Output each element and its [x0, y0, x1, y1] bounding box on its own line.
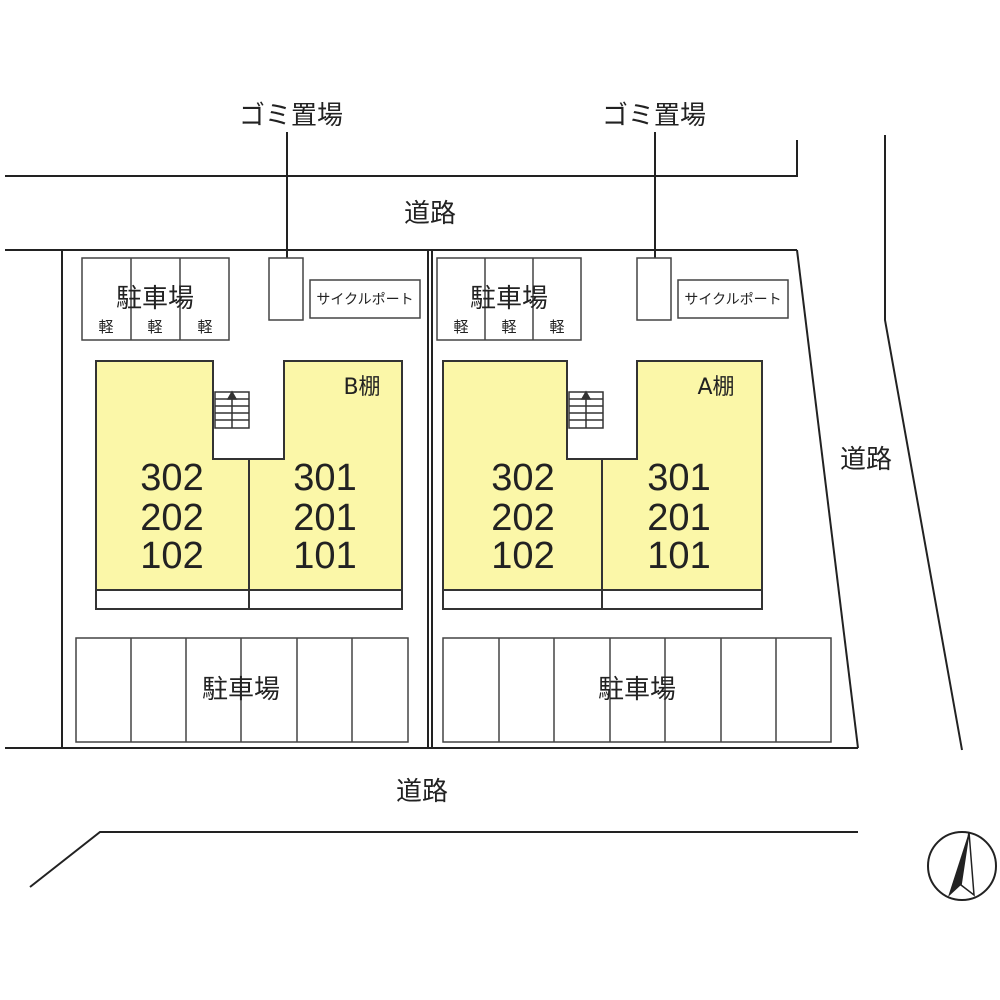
parking-top-label: 駐車場 — [470, 284, 548, 314]
garbage-box — [636, 257, 672, 321]
cycle-port — [309, 279, 421, 319]
kei-label: 軽 — [549, 318, 564, 336]
unit-number: 302 — [491, 457, 554, 499]
garbage-label-right: ゴミ置場 — [602, 101, 706, 131]
garbage-label-left: ゴミ置場 — [239, 101, 343, 131]
unit-number: 201 — [293, 497, 356, 539]
unit-number: 301 — [293, 457, 356, 499]
kei-label: 軽 — [453, 318, 468, 336]
stairs-icon — [214, 390, 250, 429]
unit-number: 301 — [647, 457, 710, 499]
kei-label: 軽 — [197, 318, 212, 336]
unit-number: 302 — [140, 457, 203, 499]
lot-b-parking-top — [81, 257, 230, 341]
kei-label: 軽 — [147, 318, 162, 336]
building-a-name: A棚 — [697, 375, 734, 400]
cycle-port — [677, 279, 789, 319]
north-arrow-icon — [927, 831, 997, 901]
unit-number: 101 — [647, 535, 710, 577]
unit-number: 202 — [491, 497, 554, 539]
cycle-port-label: サイクルポート — [316, 292, 413, 308]
road-lines — [5, 135, 963, 888]
unit-number: 201 — [647, 497, 710, 539]
parking-top-frame — [81, 257, 230, 341]
kei-label: 軽 — [98, 318, 113, 336]
unit-number: 102 — [140, 535, 203, 577]
right-road-outer-edge — [884, 135, 963, 751]
road-label-top: 道路 — [404, 199, 456, 229]
road-label-right: 道路 — [840, 445, 892, 475]
parking-bottom-frame — [442, 637, 832, 743]
lot-b-parking-bottom — [75, 637, 409, 743]
cycle-port-label: サイクルポート — [684, 292, 781, 308]
lot-a: 駐車場 軽 軽 軽 サイクルポート A棚 302 202 102 301 201… — [436, 257, 832, 743]
lot-b: 駐車場 軽 軽 軽 サイクルポート B棚 302 202 102 301 201… — [75, 257, 421, 743]
bottom-road-outer-edge — [29, 831, 858, 888]
road-label-bottom: 道路 — [396, 777, 448, 807]
lot-a-parking-bottom — [442, 637, 832, 743]
parking-bottom-label: 駐車場 — [202, 675, 280, 705]
garbage-box — [268, 257, 304, 321]
unit-number: 202 — [140, 497, 203, 539]
right-road-inner-edge — [796, 249, 859, 749]
top-road-edge — [5, 140, 798, 177]
kei-label: 軽 — [501, 318, 516, 336]
stairs-icon — [568, 390, 604, 429]
lot-a-parking-top — [436, 257, 582, 341]
parking-top-frame — [436, 257, 582, 341]
building-b-name: B棚 — [343, 375, 380, 400]
parking-top-label: 駐車場 — [116, 284, 194, 314]
unit-number: 102 — [491, 535, 554, 577]
parking-bottom-label: 駐車場 — [598, 675, 676, 705]
unit-number: 101 — [293, 535, 356, 577]
